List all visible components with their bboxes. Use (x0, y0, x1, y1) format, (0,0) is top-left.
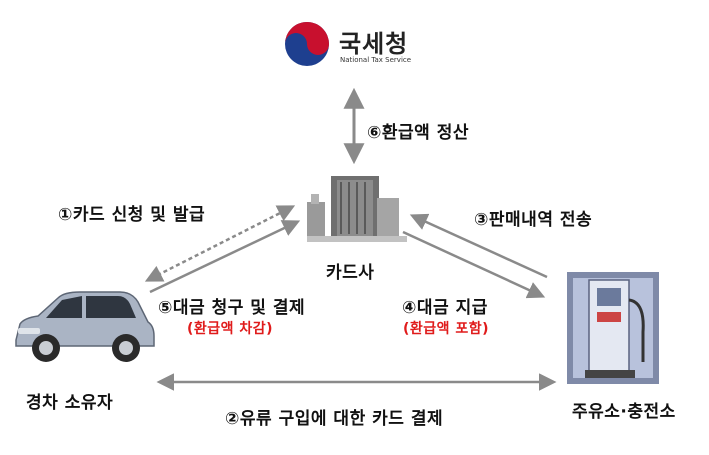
step-5-label: ⑤대금 청구 및 결제 (158, 298, 306, 318)
light-car-icon (15, 291, 155, 362)
step-2-label: ②유류 구입에 대한 카드 결제 (225, 409, 444, 429)
arrow-card-issue (144, 205, 296, 282)
taegeuk-emblem-icon (285, 22, 329, 66)
car-owner-label: 경차 소유자 (26, 393, 114, 413)
arrow-payment (149, 220, 301, 294)
nts-name-ko: 국세청 (339, 30, 409, 58)
step-6-label: ⑥환급액 정산 (367, 123, 470, 143)
step-3-label: ③판매내역 전송 (474, 210, 593, 230)
card-company-label: 카드사 (326, 263, 375, 283)
card-company-building-icon (307, 176, 407, 242)
nts-name-en: National Tax Service (340, 56, 412, 64)
gas-station-label: 주유소·충전소 (572, 402, 676, 422)
step-4-label: ④대금 지급 (402, 298, 488, 318)
step-1-label: ①카드 신청 및 발급 (58, 205, 206, 225)
fuel-pump-icon (567, 272, 659, 384)
step-5-note: (환급액 차감) (187, 321, 274, 337)
nts-logo: 국세청 National Tax Service (283, 18, 443, 74)
arrow-sales-data (409, 213, 548, 279)
arrow-payout (402, 230, 546, 299)
step-4-note: (환급액 포함) (403, 321, 490, 337)
